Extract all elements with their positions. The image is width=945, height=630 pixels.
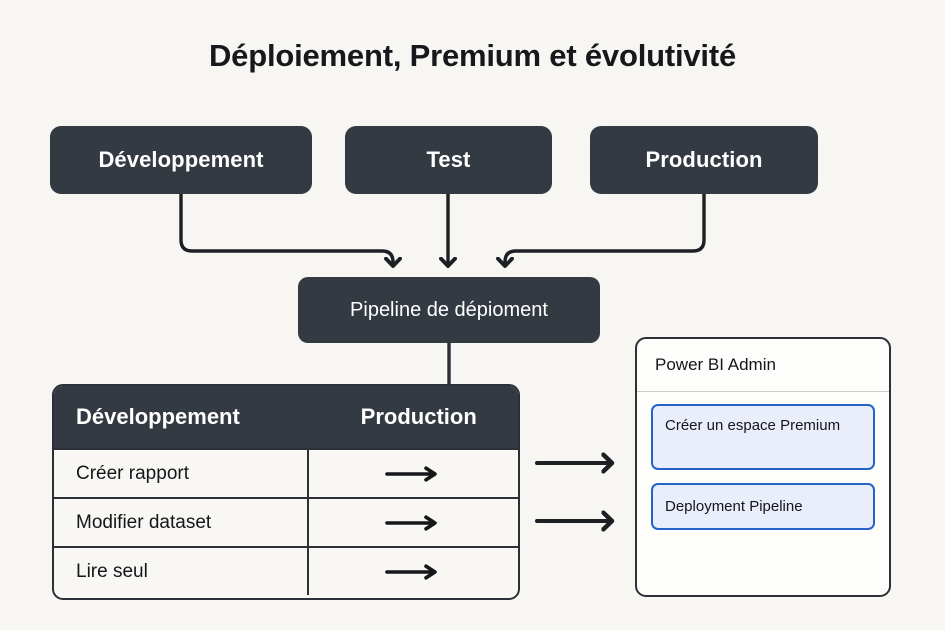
connector-dev-to-pipeline	[179, 192, 393, 266]
permission-matrix-table: Développement Production Créer rapport M…	[52, 384, 520, 600]
table-row[interactable]: Créer rapport	[54, 448, 518, 497]
connector-prod-to-pipeline	[505, 192, 706, 266]
column-header-production: Production	[360, 404, 477, 429]
feature-card-creer-espace-premium[interactable]: Créer un espace Premium	[651, 404, 875, 470]
power-bi-admin-panel: Power BI Admin Créer un espace Premium D…	[635, 337, 891, 597]
stage-box-label: Production	[645, 147, 763, 172]
deployment-pipeline-box[interactable]: Pipeline de dépioment	[298, 277, 600, 343]
row-production-cell	[309, 499, 518, 546]
table-row[interactable]: Modifier dataset	[54, 497, 518, 546]
stage-box-label: Test	[426, 147, 471, 172]
arrow-right-icon	[384, 514, 437, 531]
table-header-row: Développement Production	[54, 386, 518, 448]
stage-box-label: Développement	[98, 147, 264, 172]
feature-card-deployment-pipeline[interactable]: Deployment Pipeline	[651, 483, 875, 530]
row-production-cell	[309, 548, 518, 595]
row-production-cell	[309, 450, 518, 497]
column-header-developpement: Développement	[76, 404, 240, 429]
feature-card-label: Créer un espace Premium	[665, 417, 841, 434]
feature-card-label: Deployment Pipeline	[665, 497, 803, 515]
stage-box-production[interactable]: Production	[590, 126, 818, 194]
deployment-pipeline-label: Pipeline de dépioment	[350, 298, 548, 321]
page-title: Déploiement, Premium et évolutivité	[208, 38, 737, 73]
row-action-label: Modifier dataset	[54, 499, 309, 546]
admin-panel-title: Power BI Admin	[637, 339, 889, 392]
row-action-label: Créer rapport	[54, 450, 309, 497]
table-row[interactable]: Lire seul	[54, 546, 518, 595]
stage-box-developpement[interactable]: Développement	[50, 126, 312, 194]
admin-panel-body: Créer un espace Premium Deployment Pipel…	[637, 392, 889, 530]
stage-box-test[interactable]: Test	[345, 126, 552, 194]
arrow-right-icon	[384, 563, 437, 580]
arrow-right-icon	[384, 465, 437, 482]
row-action-label: Lire seul	[54, 548, 309, 595]
